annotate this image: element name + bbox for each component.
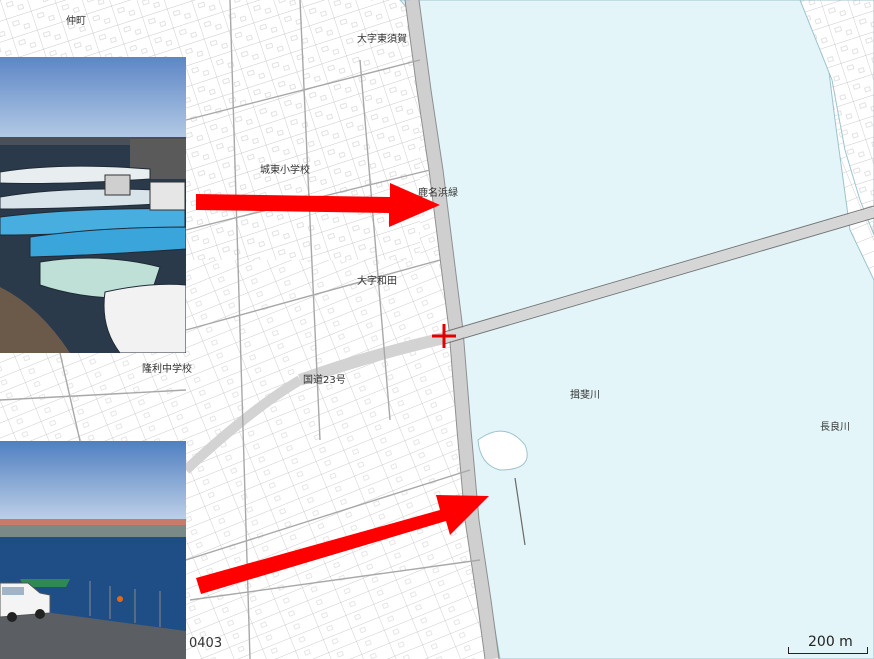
inlet xyxy=(477,430,528,471)
label-daishi-wada: 大字和田 xyxy=(357,274,397,287)
scale-bar: 200 m xyxy=(786,634,870,656)
label-station-area: 鹿名浜緑 xyxy=(418,186,458,199)
label-ibi-river: 揖斐川 xyxy=(570,388,600,401)
local-roads xyxy=(0,0,481,659)
scale-line xyxy=(788,647,868,654)
label-daishi-higashi-suka: 大字東須賀 xyxy=(357,32,407,45)
location-marker-icon xyxy=(432,324,456,348)
route-23-road xyxy=(297,332,446,386)
car-icon xyxy=(0,582,51,622)
arrow-lower-icon xyxy=(196,495,489,594)
map-sheet-code: 0403 xyxy=(189,636,223,651)
label-elementary-school-1: 城東小学校 xyxy=(260,163,310,176)
breakwater xyxy=(514,477,526,546)
east-bank xyxy=(799,0,874,236)
harbor-with-car-photo xyxy=(0,441,186,659)
bridge xyxy=(442,207,874,343)
label-nagara-river: 長良川 xyxy=(820,420,850,433)
label-route-23: 国道23号 xyxy=(303,373,346,386)
label-nakamachi: 仲町 xyxy=(66,14,86,27)
arrow-upper-icon xyxy=(196,183,440,227)
moored-boats-photo xyxy=(0,57,186,353)
scale-label: 200 m xyxy=(808,634,853,650)
label-elementary-school-2: 隆利中学校 xyxy=(142,362,192,375)
